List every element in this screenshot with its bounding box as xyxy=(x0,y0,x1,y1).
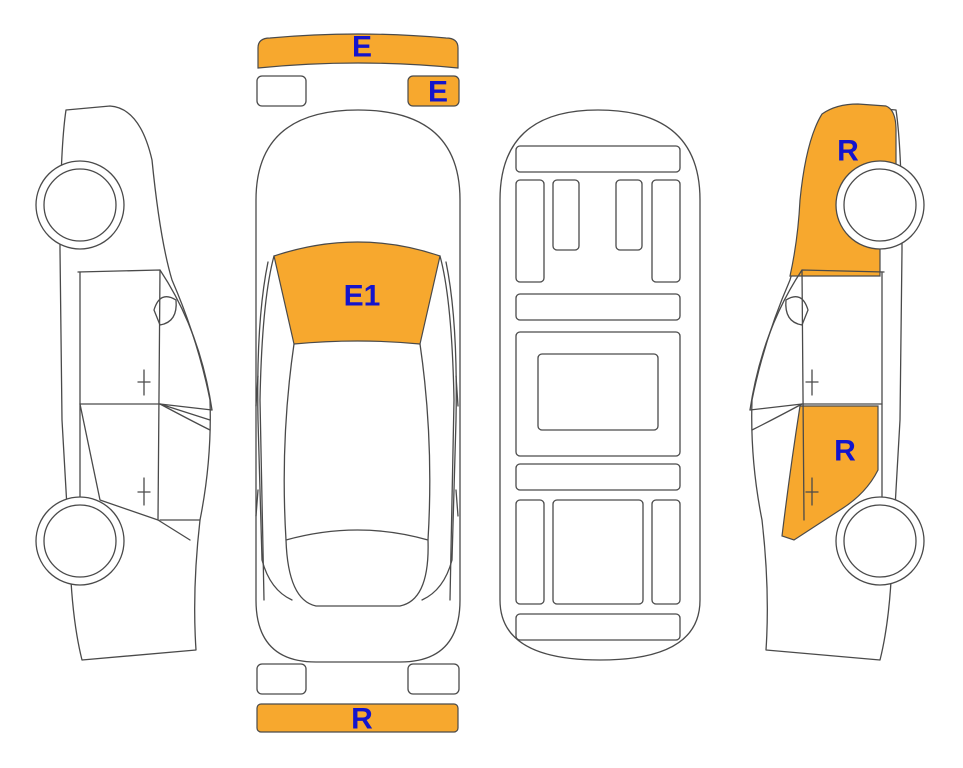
top-body xyxy=(255,109,461,663)
left-side-view xyxy=(35,105,213,661)
right-front-wheel xyxy=(835,496,925,586)
right-rear-door-panel xyxy=(781,405,879,541)
front-left-light xyxy=(256,75,307,107)
left-front-wheel xyxy=(35,160,125,250)
front-right-light-panel xyxy=(407,75,460,107)
rear-right-light xyxy=(407,663,460,695)
left-rear-wheel xyxy=(35,496,125,586)
windshield-label: E1 xyxy=(344,280,381,313)
underside-body xyxy=(499,109,701,661)
front-bumper-panel xyxy=(257,33,459,69)
right-rear-wheel xyxy=(835,160,925,250)
right-side-view: R R xyxy=(749,103,925,661)
front-right-light-label: E xyxy=(428,76,448,109)
rear-left-light xyxy=(256,663,307,695)
rear-bumper-label: R xyxy=(351,703,373,736)
rear-bumper-panel xyxy=(256,703,459,733)
underside-view xyxy=(499,109,701,661)
top-view: E E E1 R xyxy=(255,31,461,736)
right-rear-quarter-label: R xyxy=(837,135,859,168)
front-bumper-label: E xyxy=(352,31,372,64)
right-rear-door-label: R xyxy=(834,435,856,468)
